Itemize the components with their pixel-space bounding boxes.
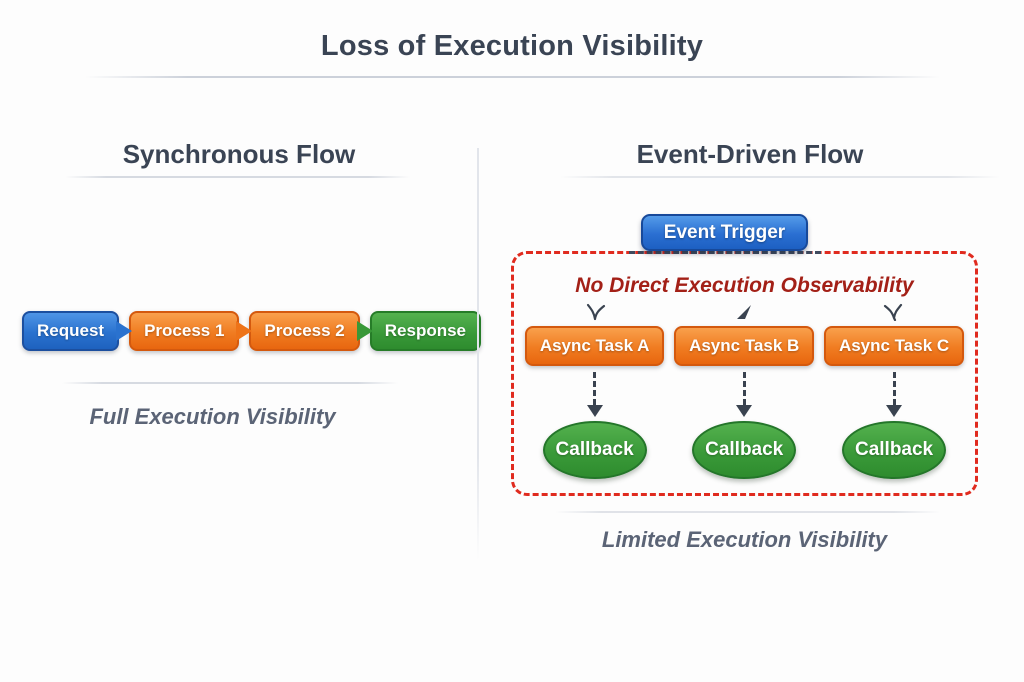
flow-node-label: Process 2 [264, 321, 345, 340]
event-trigger-node: Event Trigger [641, 214, 808, 251]
async-task-node-b: Async Task B [674, 326, 815, 366]
callback-label: Callback [705, 439, 784, 460]
title-divider [85, 76, 940, 78]
event-caption: Limited Execution Visibility [601, 527, 888, 552]
sync-panel-heading: Synchronous Flow [122, 139, 356, 169]
trigger-shadow-dashes [629, 251, 821, 254]
callback-node-b: Callback [692, 421, 797, 479]
sync-caption-divider [62, 382, 398, 384]
dashed-arrow-head [586, 405, 603, 417]
async-task-label: Async Task A [539, 336, 650, 355]
flow-node-process-2: Process 2 [249, 311, 360, 351]
callback-label: Callback [555, 439, 634, 460]
dashed-arrow-line [892, 372, 896, 405]
dashed-arrow-icon [886, 372, 903, 417]
curved-arrowhead-icon [737, 305, 752, 319]
async-task-node-a: Async Task A [524, 326, 665, 366]
callback-node-a: Callback [542, 421, 647, 479]
async-task-column-c: Async Task C Callback [823, 303, 965, 493]
flow-arrow-icon [116, 321, 133, 341]
event-trigger-label: Event Trigger [663, 221, 786, 243]
dashed-arrow-head [886, 405, 903, 417]
flow-arrow-icon [236, 321, 253, 341]
async-task-column-b: Async Task B Callback [674, 303, 815, 493]
async-task-label: Async Task B [689, 336, 800, 355]
callback-label: Callback [854, 439, 934, 460]
sync-caption: Full Execution Visibility [89, 404, 336, 429]
flow-node-response: Response [369, 311, 482, 351]
flow-node-label: Response [384, 321, 467, 340]
observability-note: No Direct Execution Observability [575, 274, 914, 297]
page-title: Loss of Execution Visibility [320, 30, 704, 62]
curved-arrowhead-icon [883, 303, 903, 321]
flow-node-label: Process 1 [144, 321, 225, 340]
dashed-arrow-icon [736, 372, 753, 417]
async-task-node-c: Async Task C [823, 326, 965, 366]
curved-arrowhead-icon [586, 303, 605, 321]
dashed-arrow-head [736, 405, 753, 417]
flow-node-request: Request [22, 311, 120, 351]
sync-heading-divider [65, 176, 410, 178]
event-heading-divider [560, 176, 1000, 178]
dashed-arrow-line [742, 372, 746, 405]
event-panel-heading: Event-Driven Flow [636, 139, 864, 169]
flow-node-process-1: Process 1 [129, 311, 240, 351]
async-task-columns: Async Task A Callback Async Task B [514, 303, 975, 493]
dashed-arrow-icon [586, 372, 603, 417]
async-task-column-a: Async Task A Callback [524, 303, 665, 493]
event-caption-divider [555, 511, 940, 513]
flow-arrow-icon [356, 321, 373, 341]
panel-divider [477, 148, 479, 560]
observability-boundary-box: No Direct Execution Observability Async … [511, 251, 978, 496]
flow-node-label: Request [37, 321, 105, 340]
sync-flow-row: Request Process 1 Process 2 Response [22, 311, 482, 351]
async-task-label: Async Task C [838, 336, 950, 355]
dashed-arrow-line [593, 372, 597, 405]
callback-node-c: Callback [842, 421, 947, 479]
